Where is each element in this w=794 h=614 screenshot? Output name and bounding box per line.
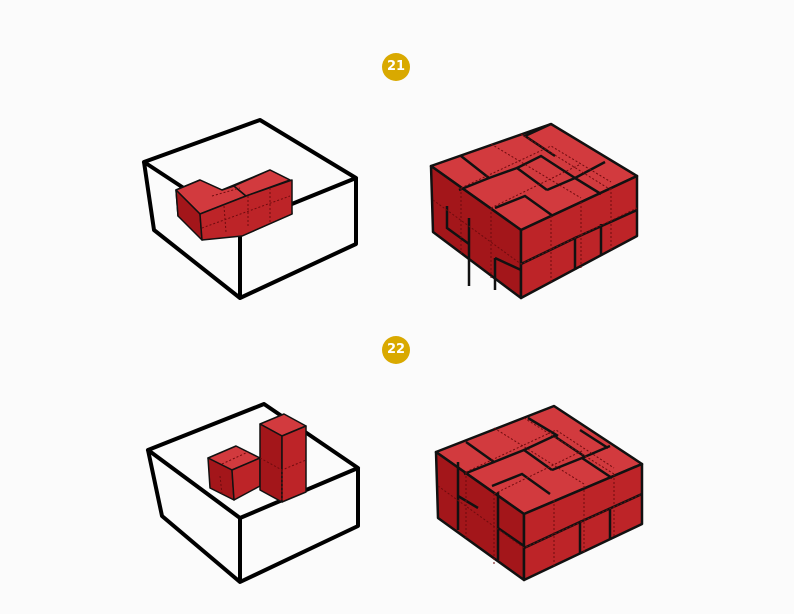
frame-box [146, 402, 360, 584]
piece-boundaries [456, 416, 643, 560]
piece-in-frame-diagram [146, 402, 360, 584]
stepped-piece [207, 413, 307, 503]
assembled-cube [434, 404, 644, 582]
puzzle-number-badge: 21 [382, 53, 410, 81]
puzzle-number-badge: 22 [382, 336, 410, 364]
piece-in-frame-diagram [142, 118, 358, 300]
assembled-cube [429, 122, 639, 300]
l-shaped-piece [175, 169, 293, 241]
